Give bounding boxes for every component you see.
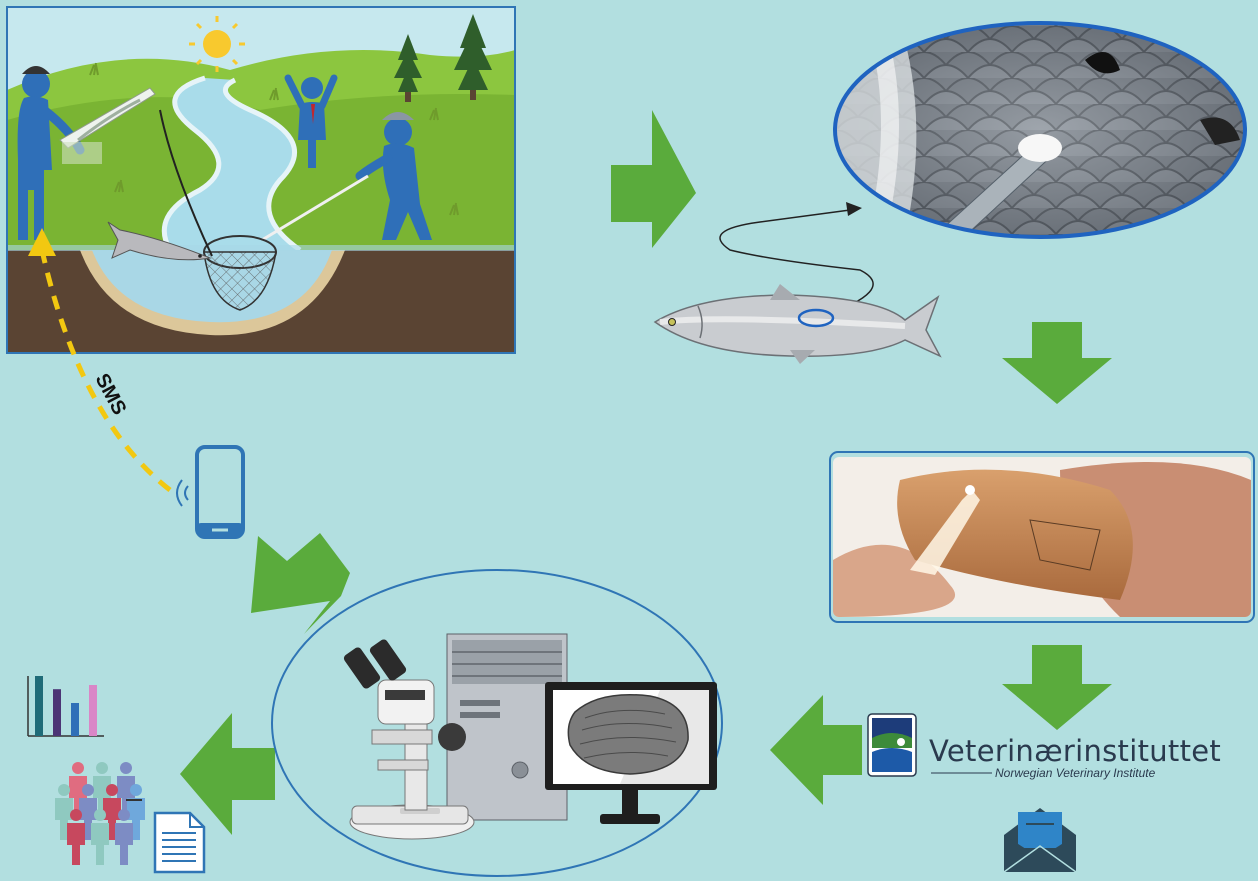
arrow-down-1 bbox=[1002, 322, 1112, 404]
person-figure bbox=[127, 784, 145, 840]
mini-chart-bar bbox=[53, 689, 61, 736]
smartphone-icon bbox=[176, 445, 245, 539]
measuring-fish-board bbox=[59, 87, 156, 164]
netting-person bbox=[355, 112, 432, 240]
monitor-icon bbox=[545, 682, 717, 824]
salmon-icon bbox=[653, 284, 942, 364]
river-scene-panel bbox=[6, 6, 516, 354]
document-icon bbox=[153, 811, 206, 874]
scale-closeup-photo bbox=[833, 21, 1247, 239]
landing-net bbox=[203, 235, 277, 311]
pine-trees bbox=[394, 14, 492, 102]
net-handle bbox=[261, 174, 369, 242]
person-figure bbox=[93, 762, 111, 818]
person-figure bbox=[69, 762, 87, 818]
person-figure bbox=[79, 784, 97, 840]
zoom-arrow bbox=[719, 202, 874, 319]
sms-label: SMS bbox=[91, 370, 131, 419]
sun-icon bbox=[189, 16, 245, 72]
lab-analysis-boundary bbox=[271, 569, 723, 877]
mini-chart-bars bbox=[35, 676, 97, 736]
caught-salmon bbox=[107, 221, 212, 261]
person-figure bbox=[103, 784, 121, 840]
institute-subtitle: Norwegian Veterinary Institute bbox=[995, 766, 1156, 780]
envelope-icon bbox=[1003, 808, 1077, 873]
arrow-right-1 bbox=[611, 110, 696, 248]
arrow-left-1 bbox=[770, 695, 862, 805]
sms-flow-arrow bbox=[28, 228, 172, 492]
institute-logo bbox=[867, 713, 917, 777]
bar-chart-icon bbox=[27, 676, 104, 737]
fishing-line bbox=[159, 109, 213, 257]
person-figure bbox=[55, 784, 73, 840]
person-figure bbox=[91, 809, 109, 865]
mini-chart-bar bbox=[71, 703, 79, 736]
scale-envelope-photo bbox=[829, 451, 1255, 623]
mini-chart-bar bbox=[89, 685, 97, 736]
microscope-icon bbox=[343, 639, 475, 840]
cheering-person bbox=[284, 74, 338, 168]
person-figure bbox=[117, 762, 135, 818]
mini-chart-bar bbox=[35, 676, 43, 736]
arrow-left-2 bbox=[180, 713, 275, 835]
flow-arrows bbox=[180, 110, 1112, 835]
people-group-icon bbox=[55, 762, 145, 865]
arrow-up-left bbox=[251, 533, 350, 634]
person-figure bbox=[67, 809, 85, 865]
person-figure bbox=[115, 809, 133, 865]
arrow-down-2 bbox=[1002, 645, 1112, 730]
institute-name: Veterinærinstituttet bbox=[929, 734, 1221, 768]
